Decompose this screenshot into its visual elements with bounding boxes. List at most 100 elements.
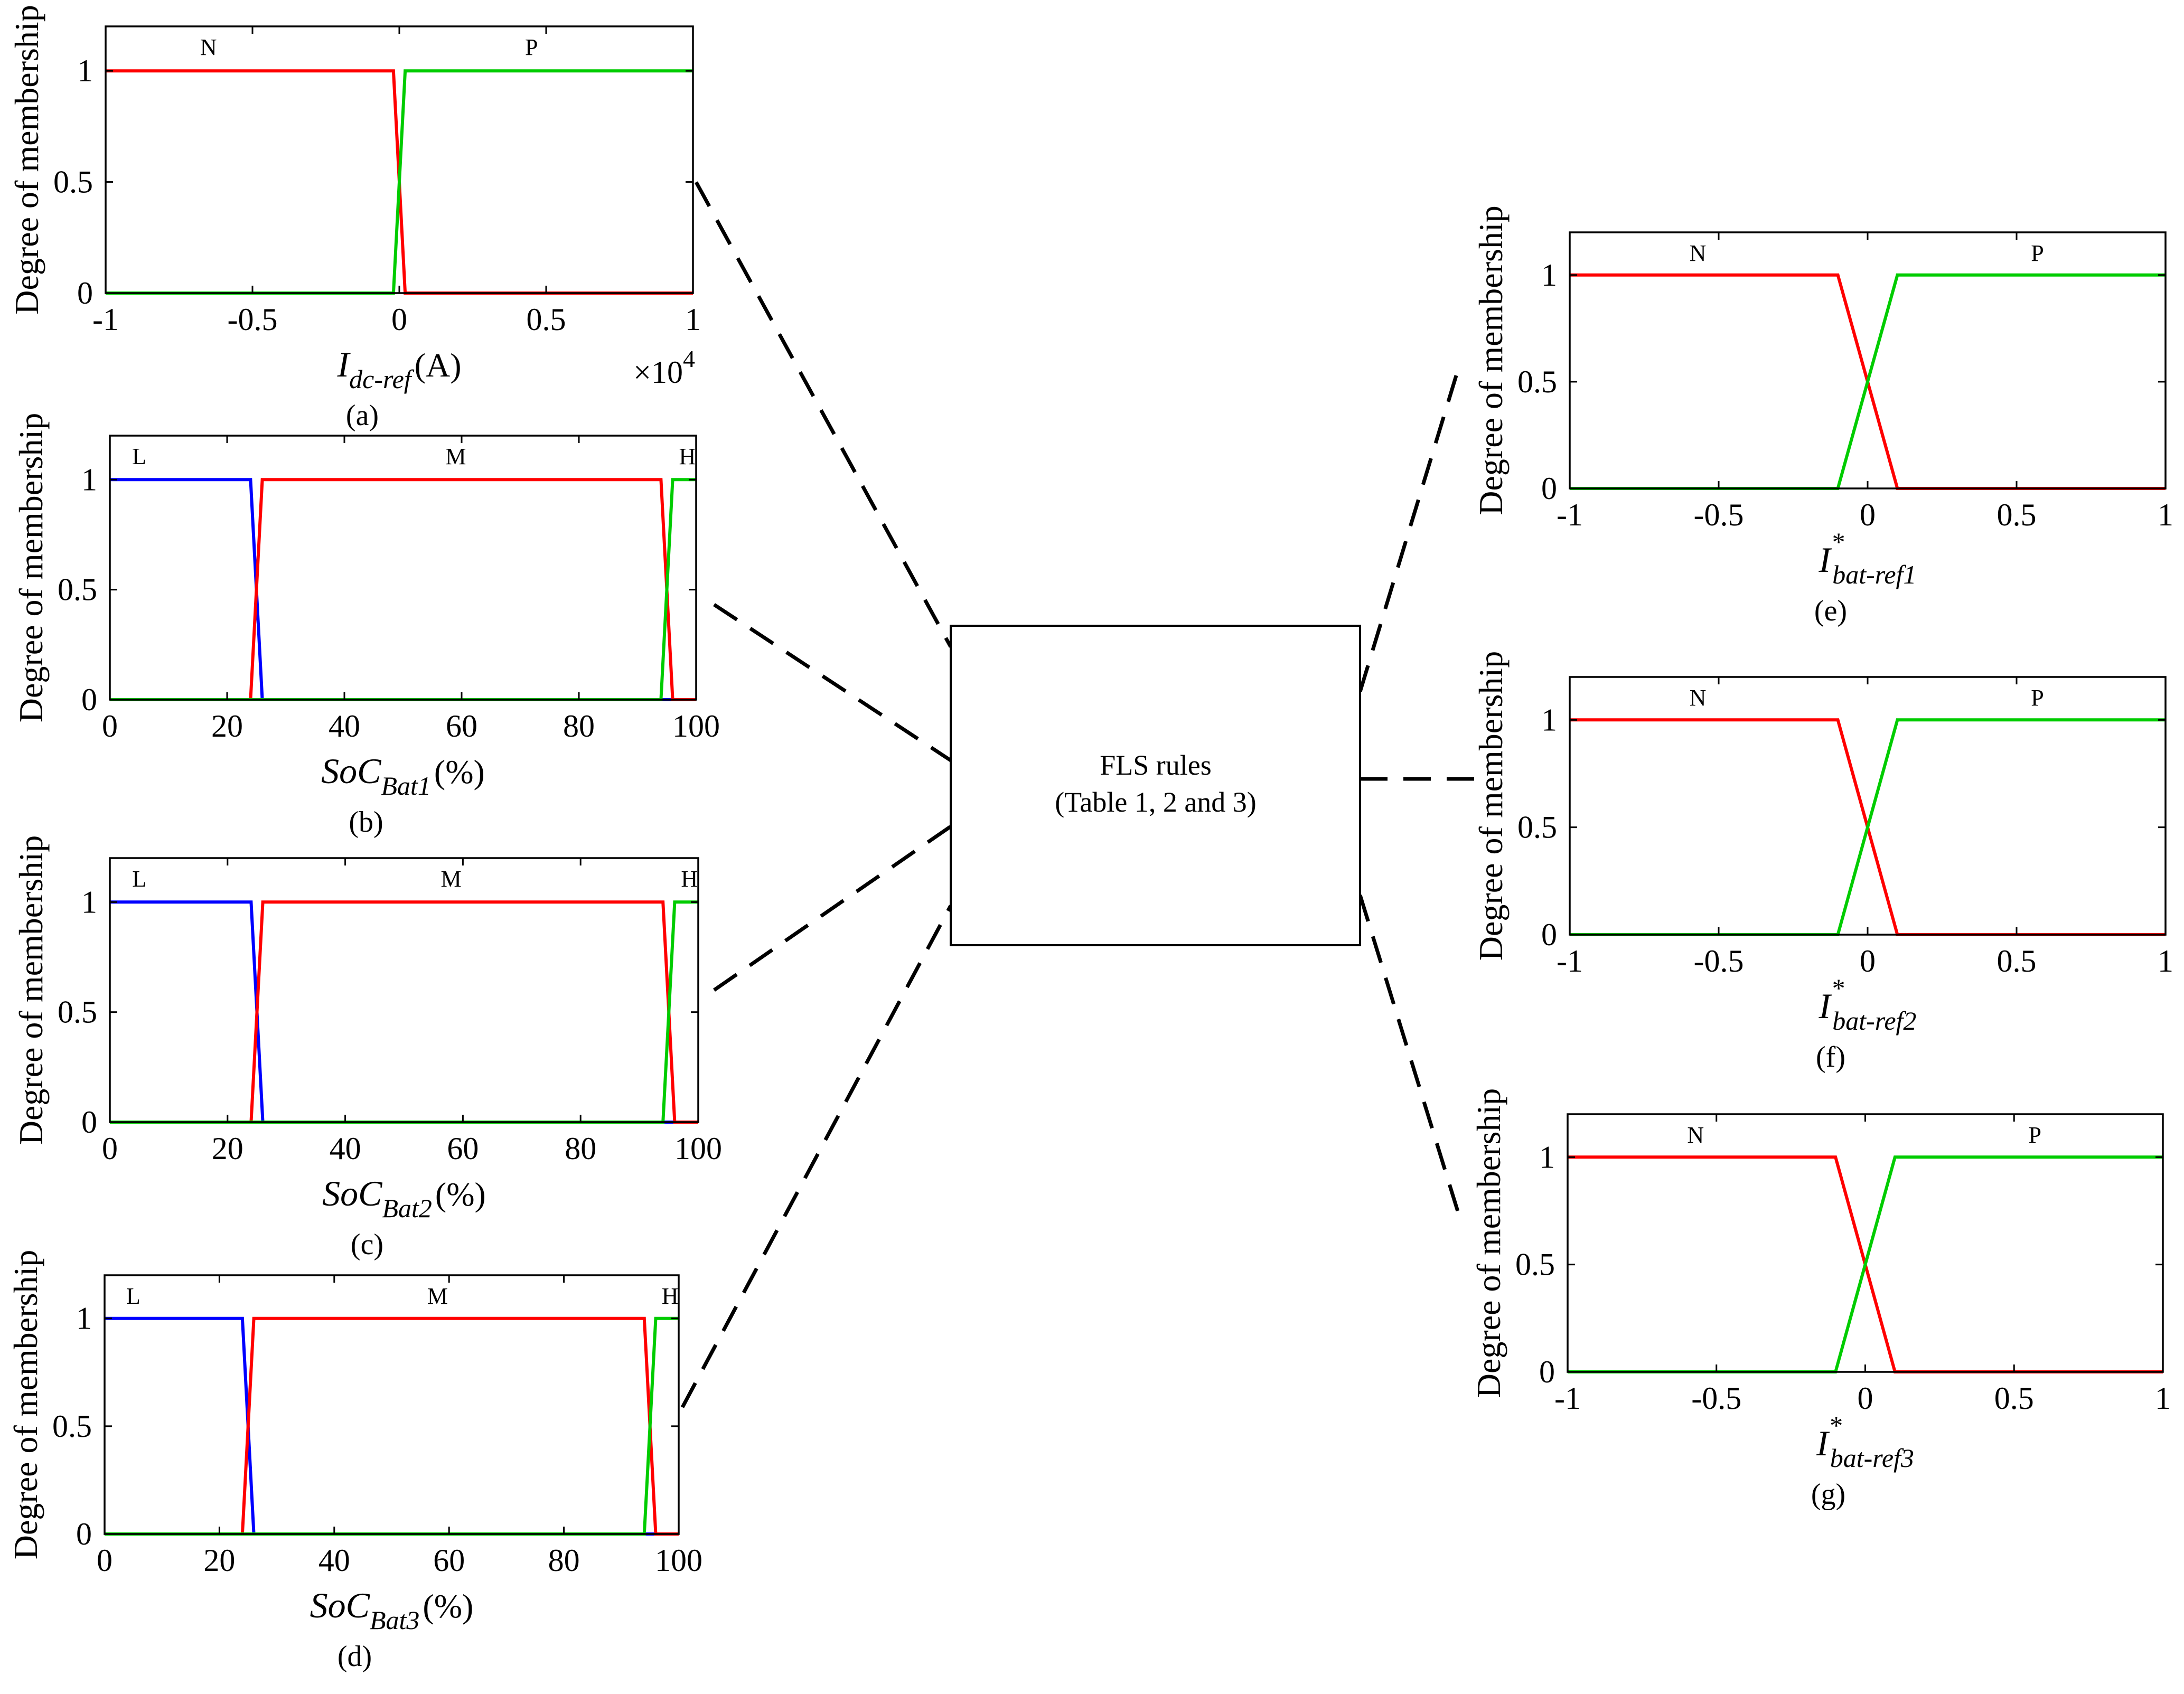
membership-label-n: N xyxy=(200,34,217,60)
y-tick-label: 0 xyxy=(81,1105,97,1140)
y-axis-label: Degree of membership xyxy=(1472,651,1510,961)
x-tick-label: 80 xyxy=(563,709,595,744)
y-tick-label: 0.5 xyxy=(53,165,93,200)
series-line-m xyxy=(110,478,696,701)
x-axis-unit: (%) xyxy=(434,753,485,790)
y-tick-label: 0.5 xyxy=(58,995,97,1030)
y-tick-label: 0 xyxy=(77,276,93,310)
membership-label-l: L xyxy=(132,444,146,469)
multiplier-base: ×10 xyxy=(633,355,683,390)
x-axis-superscript: * xyxy=(1829,1410,1842,1440)
series-line-l xyxy=(105,1316,679,1536)
y-tick-label: 0 xyxy=(81,682,97,717)
x-tick-label: 0 xyxy=(102,709,118,744)
y-tick-label: 0.5 xyxy=(58,572,97,607)
x-axis-subscript: bat-ref3 xyxy=(1830,1443,1914,1473)
y-axis-label: Degree of membership xyxy=(7,1250,44,1559)
membership-label-n: N xyxy=(1687,1122,1704,1148)
x-tick-label: 60 xyxy=(446,709,477,744)
multiplier-exponent: 4 xyxy=(683,345,695,372)
membership-label-p: P xyxy=(2031,685,2044,711)
y-axis-label: Degree of membership xyxy=(12,413,50,722)
dashed-connectors xyxy=(680,181,1479,1408)
x-tick-label: -0.5 xyxy=(228,302,278,337)
y-axis-label: Degree of membership xyxy=(8,5,45,314)
x-tick-label: -0.5 xyxy=(1691,1381,1741,1416)
dashed-connector xyxy=(713,603,952,762)
x-tick-label: 40 xyxy=(329,709,360,744)
y-axis-label: Degree of membership xyxy=(1472,205,1510,515)
x-axis-multiplier: ×104 xyxy=(633,345,695,390)
membership-label-n: N xyxy=(1690,240,1707,266)
series-line-p xyxy=(1570,273,2166,490)
membership-label-l: L xyxy=(126,1283,140,1309)
series-line-p xyxy=(1568,1155,2163,1373)
membership-label-h: H xyxy=(679,444,696,469)
x-tick-label: 1 xyxy=(2158,944,2173,978)
y-tick-label: 1 xyxy=(76,1301,92,1336)
x-tick-label: 0.5 xyxy=(1997,944,2037,978)
x-axis-symbol: I xyxy=(336,344,351,384)
y-tick-label: 0 xyxy=(1541,917,1557,952)
x-tick-label: 100 xyxy=(674,1131,722,1166)
membership-label-p: P xyxy=(2028,1122,2041,1148)
dashed-connector xyxy=(1358,894,1463,1221)
x-tick-label: -1 xyxy=(1554,1381,1581,1416)
membership-label-l: L xyxy=(132,866,146,892)
membership-label-p: P xyxy=(2031,240,2044,266)
y-tick-label: 1 xyxy=(81,884,97,919)
x-axis-subscript: Bat2 xyxy=(382,1193,432,1223)
x-axis-symbol: I xyxy=(1816,1423,1830,1463)
axes-frame xyxy=(104,1274,680,1535)
y-axis-label: Degree of membership xyxy=(1470,1088,1507,1398)
x-axis-unit: (A) xyxy=(415,346,462,384)
x-tick-label: -1 xyxy=(1557,497,1583,532)
y-tick-label: 0 xyxy=(1541,471,1557,506)
x-tick-label: -0.5 xyxy=(1694,944,1744,978)
series-line-p xyxy=(1570,718,2166,936)
x-axis-symbol: SoC xyxy=(322,1173,382,1213)
x-tick-label: 1 xyxy=(685,302,701,337)
axes-frame xyxy=(109,857,699,1123)
membership-label-m: M xyxy=(445,444,466,469)
panel-caption: (a) xyxy=(346,399,379,432)
x-axis-label: I*bat-ref2 xyxy=(1819,973,1917,1036)
fls-rules-box-border xyxy=(950,625,1361,946)
panel-caption: (c) xyxy=(351,1228,383,1261)
fls-rules-subtitle: (Table 1, 2 and 3) xyxy=(1055,786,1257,818)
series-line-m xyxy=(110,900,698,1124)
x-tick-label: 60 xyxy=(447,1131,479,1166)
x-tick-label: 20 xyxy=(203,1543,235,1578)
axes-frame xyxy=(1569,676,2167,936)
panel-caption: (b) xyxy=(349,806,383,839)
x-axis-label: SoCBat1(%) xyxy=(321,751,485,801)
x-axis-superscript: * xyxy=(1831,973,1844,1003)
x-tick-label: 0 xyxy=(97,1543,113,1578)
y-tick-label: 0.5 xyxy=(1517,364,1557,399)
x-tick-label: -1 xyxy=(92,302,119,337)
series-line-p xyxy=(106,69,693,295)
x-axis-subscript: bat-ref1 xyxy=(1832,560,1916,589)
membership-label-h: H xyxy=(681,866,698,892)
axes-frame xyxy=(109,435,697,701)
y-tick-label: 0.5 xyxy=(1517,810,1557,845)
fls-rules-title: FLS rules xyxy=(1100,749,1212,781)
y-axis-label: Degree of membership xyxy=(12,835,50,1145)
panel-caption: (g) xyxy=(1811,1478,1845,1511)
x-tick-label: 100 xyxy=(672,709,720,744)
x-tick-label: 0 xyxy=(1860,497,1876,532)
y-tick-label: 0 xyxy=(76,1517,92,1551)
x-tick-label: 40 xyxy=(330,1131,361,1166)
x-axis-symbol: SoC xyxy=(310,1585,370,1625)
series-line-l xyxy=(110,900,698,1124)
y-tick-label: 1 xyxy=(77,53,93,88)
y-tick-label: 1 xyxy=(81,462,97,497)
x-axis-label: SoCBat2(%) xyxy=(322,1173,486,1223)
x-tick-label: -1 xyxy=(1557,944,1583,978)
x-axis-unit: (%) xyxy=(435,1175,486,1213)
